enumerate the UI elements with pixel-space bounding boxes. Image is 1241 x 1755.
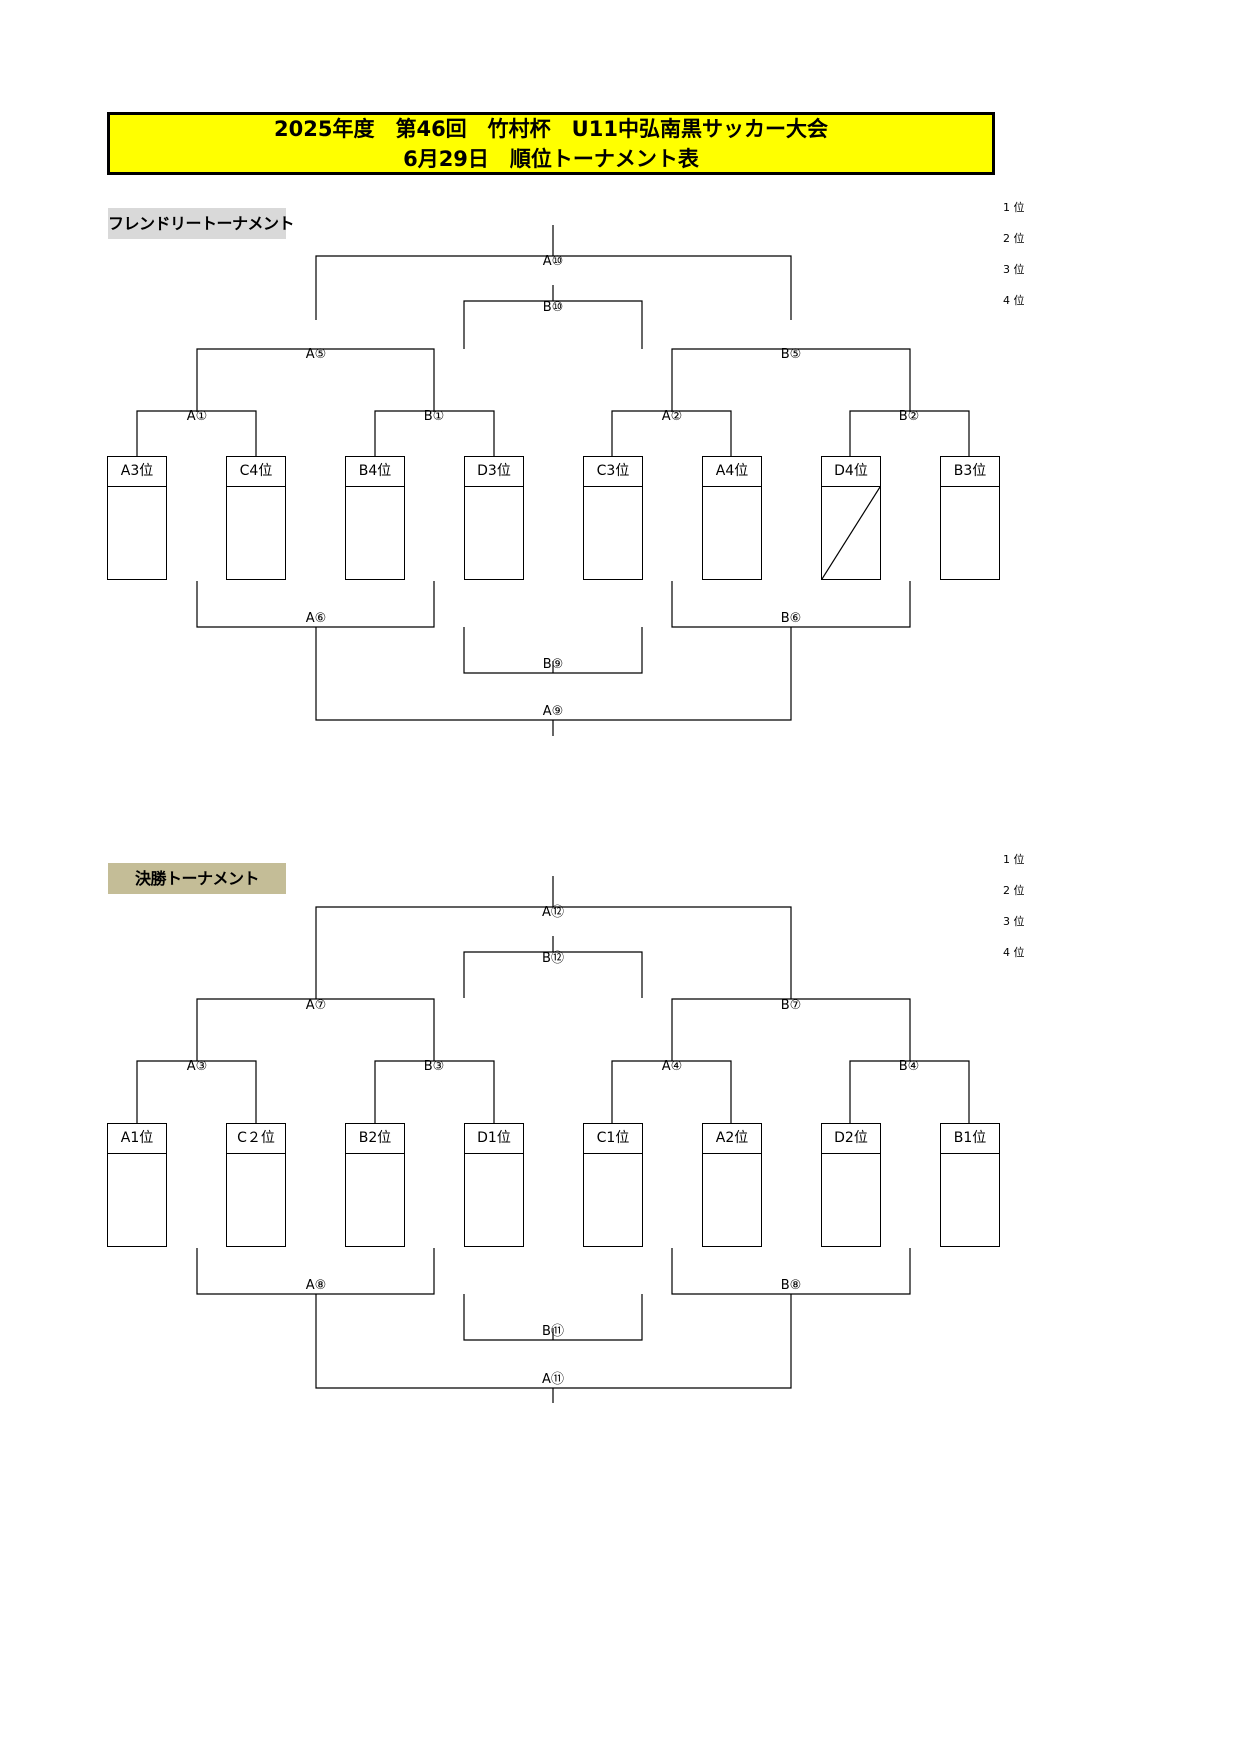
team-name: C4位 <box>227 457 285 487</box>
match-label: B③ <box>423 1059 445 1074</box>
friendly-team-box: C4位 <box>226 456 286 580</box>
friendly-team-box: B3位 <box>940 456 1000 580</box>
match-label: A⑤ <box>305 347 327 362</box>
finals-semi-b-bracket <box>671 998 911 1061</box>
finals-r1-b3-bracket <box>374 1060 495 1123</box>
match-label: B④ <box>898 1059 920 1074</box>
match-label: B⑦ <box>780 998 802 1013</box>
finals-team-box: D2位 <box>821 1123 881 1247</box>
team-name: B1位 <box>941 1124 999 1154</box>
friendly-rank-4: 4 位 <box>1003 294 1025 307</box>
team-name: D3位 <box>465 457 523 487</box>
friendly-team-box: D3位 <box>464 456 524 580</box>
friendly-semi-a-bracket <box>196 348 435 412</box>
match-label: B⑩ <box>542 300 564 315</box>
finals-rank-4: 4 位 <box>1003 946 1025 959</box>
friendly-team-box-bye: D4位 <box>821 456 881 580</box>
friendly-team-box: B4位 <box>345 456 405 580</box>
match-label: B② <box>898 409 920 424</box>
match-label: A⑦ <box>305 998 327 1013</box>
team-name: D2位 <box>822 1124 880 1154</box>
match-label: B⑤ <box>780 347 802 362</box>
team-name: B4位 <box>346 457 404 487</box>
team-name: B2位 <box>346 1124 404 1154</box>
friendly-semi-b-bracket <box>671 348 911 412</box>
team-name: A1位 <box>108 1124 166 1154</box>
team-name: D4位 <box>822 457 880 487</box>
match-label: A④ <box>661 1059 683 1074</box>
friendly-final-bracket <box>315 255 792 320</box>
finals-team-box: A2位 <box>702 1123 762 1247</box>
friendly-team-box: A3位 <box>107 456 167 580</box>
title-line-1: 2025年度 第46回 竹村杯 U11中弘南黒サッカー大会 <box>274 116 828 141</box>
friendly-rank-3: 3 位 <box>1003 263 1025 276</box>
match-label: B⑪ <box>542 1324 564 1339</box>
friendly-team-box: A4位 <box>702 456 762 580</box>
finals-rank-1: 1 位 <box>1003 853 1025 866</box>
finals-r1-b4-bracket <box>849 1060 970 1123</box>
team-name: A2位 <box>703 1124 761 1154</box>
finals-tournament-label: 決勝トーナメント <box>108 863 286 894</box>
team-name: C3位 <box>584 457 642 487</box>
team-name: C２位 <box>227 1124 285 1154</box>
friendly-r1-b2-bracket <box>849 410 970 456</box>
match-label: A② <box>661 409 683 424</box>
friendly-team-box: C3位 <box>583 456 643 580</box>
match-label: A⑨ <box>542 704 564 719</box>
friendly-rank-1: 1 位 <box>1003 201 1025 214</box>
finals-semi-a-bracket <box>196 998 435 1061</box>
match-label: B⑧ <box>780 1278 802 1293</box>
finals-r1-a4-bracket <box>611 1060 732 1123</box>
match-label: A⑪ <box>542 1372 564 1387</box>
friendly-r1-b1-bracket <box>374 410 495 456</box>
match-label: B⑥ <box>780 611 802 626</box>
team-name: C1位 <box>584 1124 642 1154</box>
finals-team-box: C２位 <box>226 1123 286 1247</box>
finals-team-box: A1位 <box>107 1123 167 1247</box>
friendly-tournament-label: フレンドリートーナメント <box>108 208 295 239</box>
finals-third-bracket <box>463 951 643 998</box>
finals-team-box: B1位 <box>940 1123 1000 1247</box>
match-label: B⑨ <box>542 657 564 672</box>
finals-team-box: B2位 <box>345 1123 405 1247</box>
bye-slash-mark <box>822 487 880 579</box>
finals-r1-a3-bracket <box>136 1060 257 1123</box>
finals-final-bracket <box>315 906 792 999</box>
team-name: B3位 <box>941 457 999 487</box>
friendly-r1-a1-bracket <box>136 410 257 456</box>
match-label: A① <box>186 409 208 424</box>
team-name: A3位 <box>108 457 166 487</box>
match-label: A⑩ <box>542 254 564 269</box>
title-box: 2025年度 第46回 竹村杯 U11中弘南黒サッカー大会 6月29日 順位トー… <box>107 112 995 175</box>
team-name: A4位 <box>703 457 761 487</box>
match-label: B⑫ <box>542 951 564 966</box>
finals-team-box: D1位 <box>464 1123 524 1247</box>
friendly-r1-a2-bracket <box>611 410 732 456</box>
match-label: A⑧ <box>305 1278 327 1293</box>
match-label: A⑫ <box>542 905 564 920</box>
friendly-third-bracket <box>463 300 643 349</box>
finals-team-box: C1位 <box>583 1123 643 1247</box>
title-line-2: 6月29日 順位トーナメント表 <box>403 146 699 171</box>
match-label: A③ <box>186 1059 208 1074</box>
finals-rank-3: 3 位 <box>1003 915 1025 928</box>
friendly-rank-2: 2 位 <box>1003 232 1025 245</box>
match-label: B① <box>423 409 445 424</box>
match-label: A⑥ <box>305 611 327 626</box>
team-name: D1位 <box>465 1124 523 1154</box>
finals-rank-2: 2 位 <box>1003 884 1025 897</box>
